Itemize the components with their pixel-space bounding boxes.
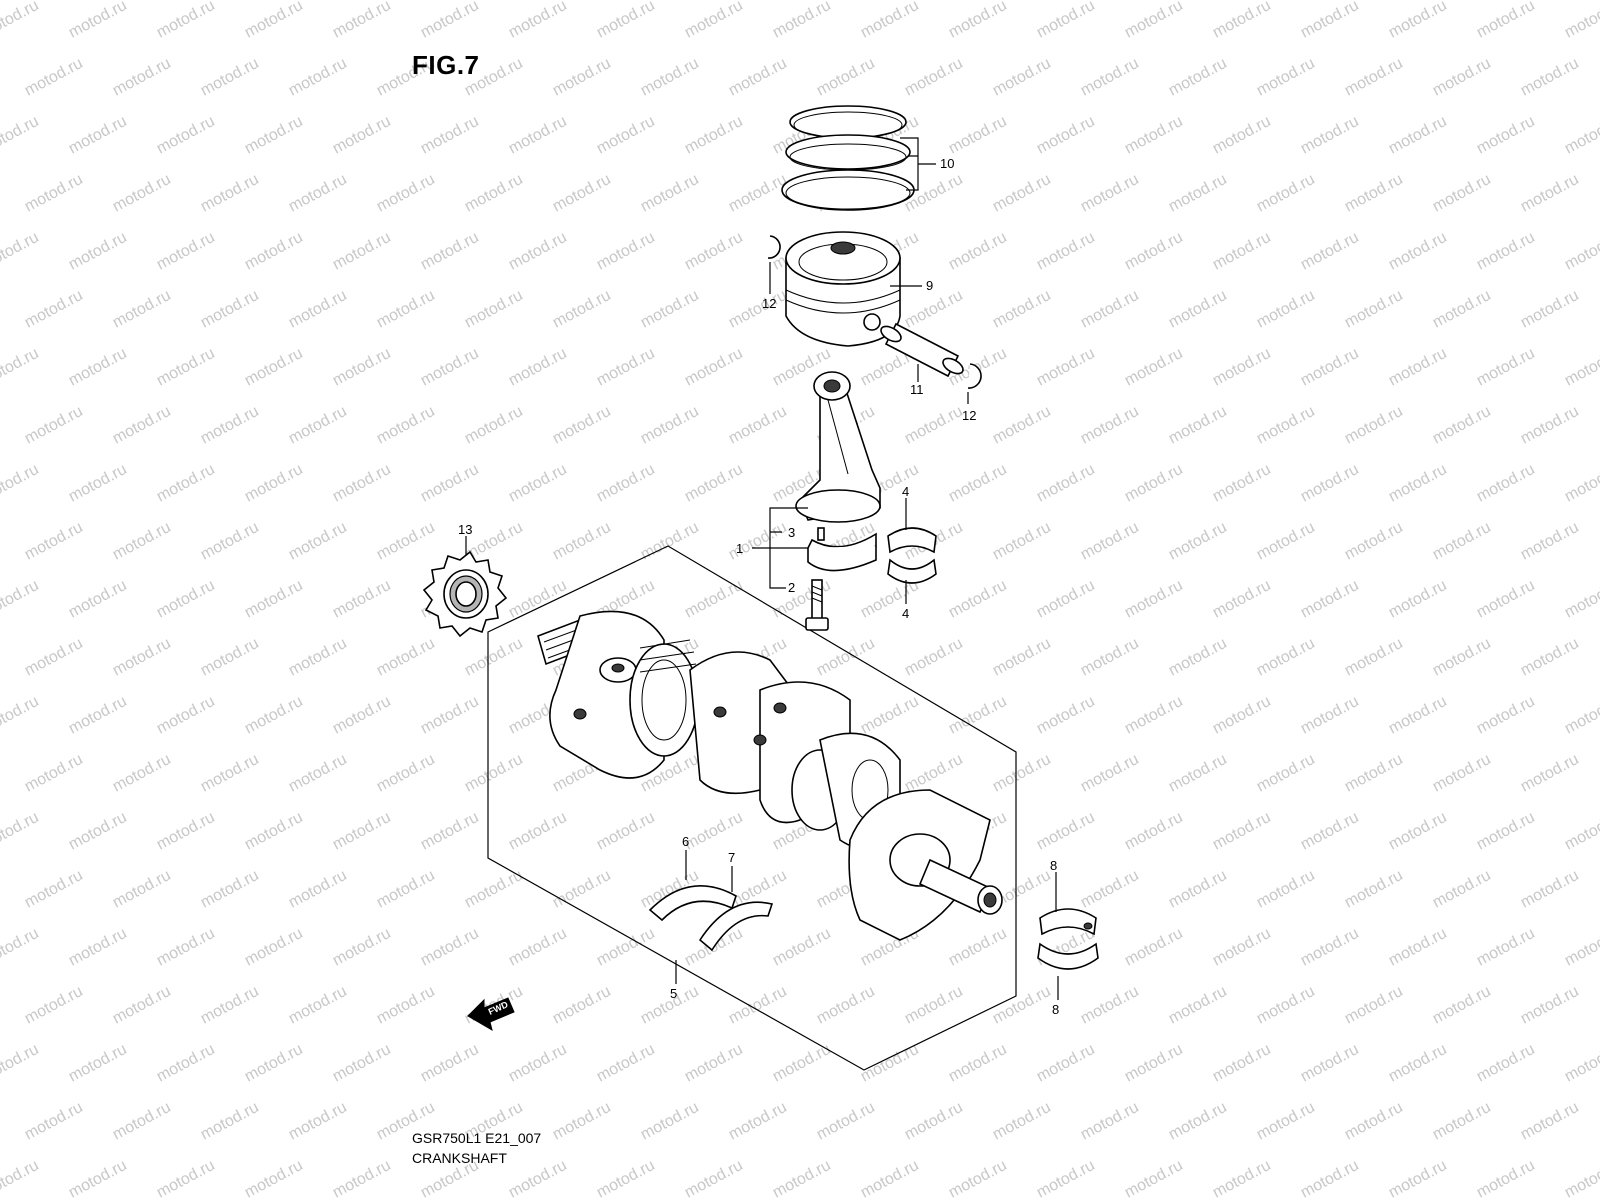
rod-bolt[interactable] bbox=[805, 579, 829, 631]
callout-1: 1 bbox=[736, 541, 743, 556]
callout-8-bottom: 8 bbox=[1052, 1002, 1059, 1017]
thrust-bearing-6[interactable] bbox=[648, 885, 737, 922]
callouts: 10 9 12 11 12 1 3 2 4 4 13 6 7 5 8 8 bbox=[458, 156, 1059, 1017]
figure-title: FIG.7 bbox=[412, 50, 480, 80]
callout-8-top: 8 bbox=[1050, 858, 1057, 873]
starter-gear[interactable] bbox=[422, 550, 508, 638]
callout-4-bottom: 4 bbox=[902, 606, 909, 621]
callout-6: 6 bbox=[682, 834, 689, 849]
callout-5: 5 bbox=[670, 986, 677, 1001]
crankshaft-bearing-shells[interactable] bbox=[1037, 908, 1099, 970]
crankshaft-assembly-box bbox=[487, 545, 1017, 1071]
conrod-bearing-shells[interactable] bbox=[887, 527, 937, 584]
callout-4-top: 4 bbox=[902, 484, 909, 499]
fwd-arrow: FWD bbox=[467, 997, 515, 1032]
leader-lines bbox=[465, 137, 1059, 1000]
crankshaft[interactable] bbox=[537, 610, 1003, 941]
thrust-bearing-7[interactable] bbox=[698, 901, 774, 952]
circlip-right[interactable] bbox=[967, 363, 982, 389]
circlip-left[interactable] bbox=[767, 235, 781, 259]
callout-2: 2 bbox=[788, 580, 795, 595]
callout-10: 10 bbox=[940, 156, 954, 171]
callout-13: 13 bbox=[458, 522, 472, 537]
connecting-rod[interactable] bbox=[795, 371, 881, 572]
callout-7: 7 bbox=[728, 850, 735, 865]
section-name: CRANKSHAFT bbox=[412, 1150, 507, 1166]
callout-3: 3 bbox=[788, 525, 795, 540]
piston-rings[interactable] bbox=[781, 105, 915, 211]
model-code: GSR750L1 E21_007 bbox=[412, 1130, 542, 1146]
rod-dowel[interactable] bbox=[817, 527, 825, 541]
callout-12-right: 12 bbox=[962, 408, 976, 423]
callout-12-left: 12 bbox=[762, 296, 776, 311]
piston-pin[interactable] bbox=[878, 322, 965, 378]
callout-11: 11 bbox=[910, 382, 924, 397]
piston[interactable] bbox=[785, 231, 901, 347]
callout-9: 9 bbox=[926, 278, 933, 293]
